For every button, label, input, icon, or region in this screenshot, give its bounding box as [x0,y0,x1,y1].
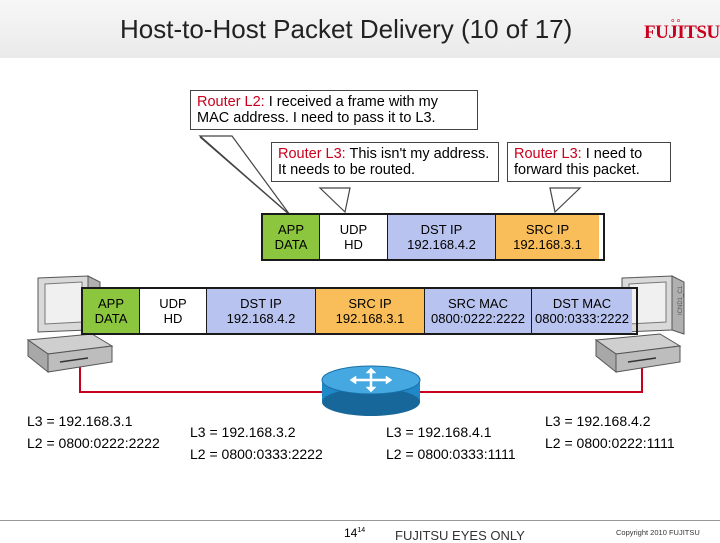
title-bar [0,0,720,58]
copyright: Copyright 2010 FUJITSU [616,528,700,537]
logo-dots-icon: ∘∘ [670,15,682,25]
page-number-sup: 14 [357,527,366,534]
cell-line: 0800:0333:2222 [535,311,629,326]
cell-line: HD [163,311,183,326]
callout-speaker: Router L3: [278,146,346,162]
cell-line: DATA [274,237,308,252]
callout-text: This isn't my address. It needs to be ro… [278,146,490,178]
l3-address: L3 = 192.168.4.1 [386,424,492,440]
cell-line: UDP [339,222,368,237]
l2-address: L2 = 0800:0333:1111 [386,446,516,462]
page-number: 1414 [344,526,365,540]
cell-line: 192.168.3.1 [335,311,405,326]
cell-line: APP [277,222,304,237]
cell-line: DATA [94,311,128,326]
footer-divider [0,520,720,521]
cell-line: 0800:0222:2222 [431,311,525,326]
cell-line: SRC IP [525,222,570,237]
cell-line: SRC MAC [448,296,508,311]
callout-tail-l3-forward [549,187,582,214]
callout-router-l2: Router L2: I received a frame with my MA… [190,90,478,130]
page-number-value: 14 [344,526,358,540]
callout-tail-l3-routed [318,187,351,214]
address-host-right: L3 = 192.168.4.2 L2 = 0800:0222:1111 [545,410,675,454]
l2-address: L2 = 0800:0222:2222 [27,435,160,451]
cell-line: 192.168.4.2 [407,237,476,252]
address-host-left: L3 = 192.168.3.1 L2 = 0800:0222:2222 [27,410,160,454]
cell-line: APP [97,296,124,311]
cell-line: DST IP [420,222,463,237]
callout-text: I need to forward this packet. [514,146,643,178]
callout-speaker: Router L3: [514,146,582,162]
address-router-left: L3 = 192.168.3.2 L2 = 0800:0333:2222 [190,421,323,465]
callout-router-l3-forward: Router L3: I need to forward this packet… [507,142,671,182]
router-icon [321,365,421,416]
cell-line: UDP [159,296,187,311]
callout-speaker: Router L2: [197,94,265,110]
cell-line: HD [344,237,363,252]
link-host-left-router [79,352,322,393]
address-router-right: L3 = 192.168.4.1 L2 = 0800:0333:1111 [386,421,516,465]
cell-line: SRC IP [348,296,392,311]
l3-address: L3 = 192.168.3.2 [190,424,296,440]
l3-address: L3 = 192.168.3.1 [27,413,133,429]
cell-line: DST MAC [552,296,612,311]
l3-address: L3 = 192.168.4.2 [545,413,651,429]
cell-line: 192.168.3.1 [513,237,582,252]
callout-text: I received a frame with my MAC address. … [197,94,438,126]
figure-code: ICND1_C1 [678,285,684,315]
slide-title: Host-to-Host Packet Delivery (10 of 17) [120,14,573,44]
callout-router-l3-routed: Router L3: This isn't my address. It nee… [271,142,499,182]
cell-line: DST IP [240,296,282,311]
l2-address: L2 = 0800:0333:2222 [190,446,323,462]
host-right-computer-icon [594,275,685,374]
cell-line: 192.168.4.2 [226,311,296,326]
fujitsu-logo: FUJITSU [644,22,720,43]
footer-label: FUJITSU EYES ONLY [395,528,525,543]
l2-address: L2 = 0800:0222:1111 [545,435,675,451]
